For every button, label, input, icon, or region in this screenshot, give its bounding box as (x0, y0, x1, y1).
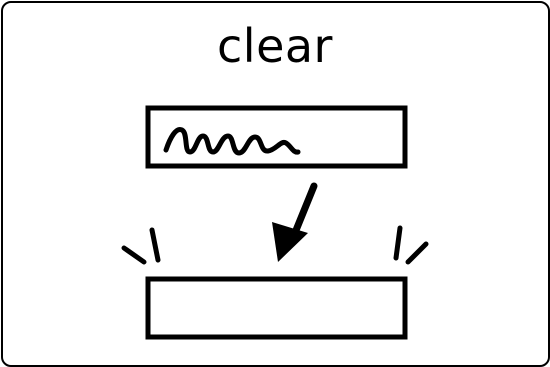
emphasis-tick-icon (408, 244, 426, 262)
emphasis-tick-icon (396, 228, 400, 258)
empty-text-field (148, 279, 405, 337)
handwriting-scribble-icon (166, 130, 298, 153)
emphasis-tick-icon (152, 230, 158, 260)
emphasis-tick-icon (124, 248, 144, 262)
down-left-arrow-icon (272, 222, 308, 262)
